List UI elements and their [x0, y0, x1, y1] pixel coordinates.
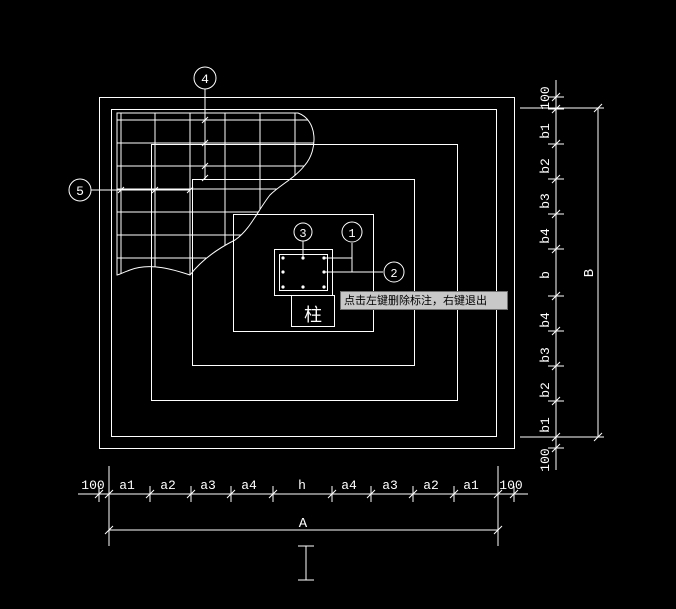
svg-text:a3: a3: [200, 478, 216, 493]
right-dimension-ticks: [548, 92, 603, 453]
dimension-tick: [493, 525, 503, 535]
column-label: 柱: [304, 305, 322, 327]
mesh-break-outline: [116, 112, 315, 276]
dimension-tick: [104, 525, 114, 535]
step-2-outline: [151, 144, 458, 401]
svg-text:a2: a2: [160, 478, 176, 493]
svg-text:3: 3: [299, 227, 306, 241]
svg-text:a1: a1: [119, 478, 135, 493]
svg-text:a1: a1: [463, 478, 479, 493]
rebar-dot: [281, 270, 285, 274]
svg-text:4: 4: [201, 72, 209, 87]
bottom-dimension-ticks: [94, 486, 519, 535]
rebar-dot: [281, 256, 285, 260]
status-tooltip: 点击左键删除标注，右键退出: [340, 291, 508, 310]
bottom-dimension-labels: 100 a1 a2 a3 a4 h a4 a3 a2 a1 100 A: [81, 478, 522, 532]
rebar-dot: [322, 285, 326, 289]
step-4-outline: [233, 214, 374, 332]
svg-text:a4: a4: [241, 478, 257, 493]
callout-3: 3: [293, 222, 313, 242]
svg-text:100: 100: [499, 478, 522, 493]
bottom-dimension-lines: [78, 466, 528, 581]
svg-text:2: 2: [390, 267, 397, 281]
svg-text:100: 100: [538, 86, 553, 109]
mesh-tick-marks: [117, 116, 209, 194]
svg-text:5: 5: [76, 184, 84, 199]
rebar-dot: [301, 285, 305, 289]
outer-slab-outline: [99, 97, 515, 449]
svg-text:a2: a2: [423, 478, 439, 493]
rebar-dot: [281, 285, 285, 289]
foundation-outlines: [99, 97, 515, 449]
svg-text:100: 100: [538, 448, 553, 471]
svg-text:a4: a4: [341, 478, 357, 493]
svg-text:b1: b1: [538, 123, 553, 139]
svg-text:b3: b3: [538, 193, 553, 209]
svg-text:b3: b3: [538, 347, 553, 363]
svg-text:b4: b4: [538, 228, 553, 244]
dimension-tick: [593, 432, 603, 442]
column-label-box: [291, 295, 335, 327]
right-dimension-labels: 100 b1 b2 b3 b4 b b4 b3 b2 b1 100 B: [538, 86, 598, 471]
callout-5: 5: [68, 178, 92, 202]
svg-text:1: 1: [348, 227, 355, 241]
svg-text:b2: b2: [538, 158, 553, 174]
svg-text:h: h: [298, 478, 306, 493]
svg-text:100: 100: [81, 478, 104, 493]
svg-text:B: B: [582, 269, 598, 277]
callout-4: 4: [193, 66, 217, 90]
callout-2: 2: [383, 261, 405, 283]
callout-1: 1: [341, 221, 363, 243]
column-rebars: [281, 256, 326, 289]
svg-text:b1: b1: [538, 417, 553, 433]
svg-text:b: b: [538, 271, 553, 279]
svg-text:a3: a3: [382, 478, 398, 493]
svg-text:b4: b4: [538, 312, 553, 328]
callout-leaders: [91, 89, 383, 273]
column-stirrup: [279, 254, 328, 291]
dimension-tick: [593, 103, 603, 113]
step-1-outline: [111, 109, 497, 437]
svg-text:A: A: [299, 516, 308, 532]
svg-text:b2: b2: [538, 382, 553, 398]
